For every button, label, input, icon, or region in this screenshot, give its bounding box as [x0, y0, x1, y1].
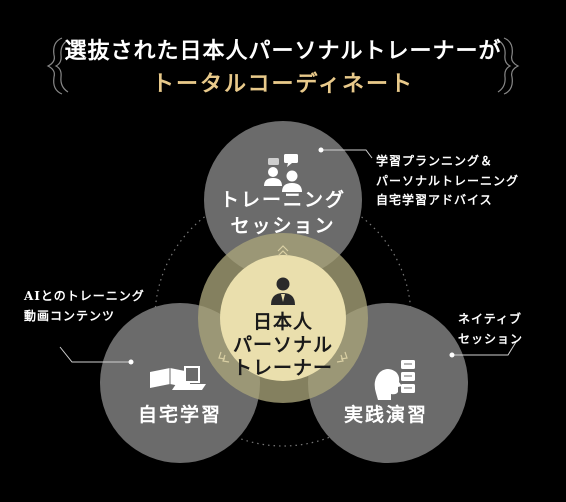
leader-dot-left	[128, 359, 134, 365]
headline-line-2: トータルコーディネート	[151, 71, 415, 97]
note-top: 学習プランニング＆ パーソナルトレーニング	[376, 151, 519, 191]
training-session-line-1: トレーニング	[219, 189, 346, 211]
laurel-bracket-left-icon	[46, 37, 69, 95]
speaking-head-icon	[374, 360, 415, 400]
leader-lines	[59, 149, 517, 363]
direction-chevrons	[218, 245, 348, 363]
note-right: ネイティブ セッション	[458, 309, 523, 349]
circle-training-session	[204, 121, 362, 279]
laptop-icon	[150, 366, 206, 390]
people-chat-icon	[264, 154, 302, 192]
self-study-label: 自宅学習	[137, 404, 222, 426]
trainer-line-3: トレーナー	[232, 357, 333, 379]
trainer-line-1: 日本人	[252, 311, 313, 333]
note-left-line-1: AIとのトレーニング	[24, 289, 145, 303]
circle-trainer	[220, 255, 346, 381]
note-top-line-2: パーソナルトレーニング	[376, 174, 520, 188]
note-top-extra: 自宅学習アドバイス	[376, 190, 493, 210]
note-left: AIとのトレーニング 動画コンテンツ	[24, 286, 145, 326]
training-session-label: トレーニング セッション	[208, 187, 358, 239]
trainer-label: 日本人 パーソナル トレーナー	[213, 311, 353, 380]
practice-label: 実践演習	[343, 404, 428, 426]
training-session-line-2: セッション	[230, 215, 336, 237]
laurel-bracket-right-icon	[497, 37, 520, 95]
note-top-line-3: 自宅学習アドバイス	[376, 193, 493, 207]
note-right-line-2: セッション	[458, 332, 524, 346]
leader-dot-top	[318, 147, 324, 153]
trainer-line-2: パーソナル	[232, 334, 333, 356]
trainer-person-icon	[271, 277, 295, 305]
note-top-line-1: 学習プランニング＆	[376, 154, 494, 168]
leader-dot-right	[449, 352, 455, 358]
headline-line-1: 選抜された日本人パーソナルトレーナーが	[64, 38, 502, 64]
note-right-line-1: ネイティブ	[458, 312, 523, 326]
note-left-line-2: 動画コンテンツ	[24, 309, 116, 323]
